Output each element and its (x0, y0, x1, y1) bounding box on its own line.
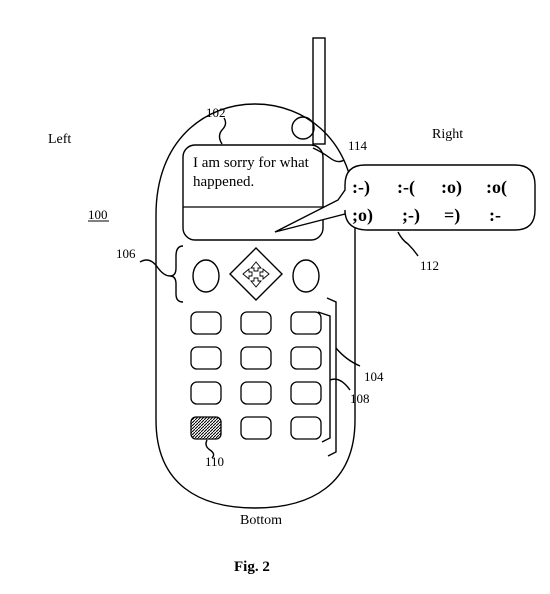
key-3[interactable] (290, 311, 322, 335)
ref-108: 108 (350, 391, 370, 406)
leader-108 (329, 378, 351, 391)
key-5[interactable] (240, 346, 272, 370)
bracket-104 (317, 311, 331, 443)
label-right: Right (432, 127, 463, 142)
emoticon-6[interactable]: ;-) (402, 205, 420, 226)
display-screen (182, 144, 324, 241)
right-soft-key[interactable] (292, 259, 320, 293)
figure-caption: Fig. 2 (234, 559, 270, 575)
keypad (190, 311, 322, 440)
ref-102: 102 (206, 105, 226, 120)
left-soft-key[interactable] (192, 259, 220, 293)
ref-106: 106 (116, 246, 136, 261)
ref-112: 112 (420, 258, 439, 273)
leader-110 (205, 439, 215, 459)
key-1[interactable] (190, 311, 222, 335)
bracket-108 (326, 297, 337, 457)
screen-text-line1: I am sorry for what (193, 155, 310, 171)
ref-104: 104 (364, 369, 384, 384)
emoticon-4[interactable]: :o( (486, 177, 507, 198)
label-left: Left (48, 132, 71, 147)
leader-112 (397, 231, 419, 257)
emoticon-8[interactable]: :- (489, 205, 501, 225)
emoticon-2[interactable]: :-( (397, 177, 415, 198)
emoticon-bubble (274, 164, 536, 233)
antenna (312, 37, 326, 145)
leader-104 (335, 347, 361, 367)
emoticon-3[interactable]: :o) (441, 177, 462, 198)
nav-down-arrow-icon (250, 277, 262, 288)
key-hash[interactable] (290, 416, 322, 440)
emoticon-1[interactable]: :-) (352, 177, 370, 198)
navigation-pad[interactable] (229, 247, 283, 301)
key-7[interactable] (190, 381, 222, 405)
key-9[interactable] (290, 381, 322, 405)
ref-100: 100 (88, 207, 108, 222)
nav-right-arrow-icon (259, 268, 270, 280)
leader-106 (139, 259, 171, 277)
emoticon-5[interactable]: ;o) (352, 205, 373, 226)
nav-left-arrow-icon (242, 268, 253, 280)
label-bottom: Bottom (240, 513, 282, 528)
key-4[interactable] (190, 346, 222, 370)
key-0[interactable] (240, 416, 272, 440)
ref-110: 110 (205, 454, 224, 469)
key-2[interactable] (240, 311, 272, 335)
leader-102 (218, 117, 227, 145)
nav-up-arrow-icon (250, 261, 262, 272)
key-6[interactable] (290, 346, 322, 370)
brace-106 (169, 245, 184, 303)
ref-114: 114 (348, 138, 368, 153)
key-8[interactable] (240, 381, 272, 405)
earpiece (291, 116, 315, 140)
screen-text-line2: happened. (193, 174, 254, 190)
leader-114 (312, 147, 345, 163)
key-emoticon[interactable] (190, 416, 222, 440)
emoticon-7[interactable]: =) (444, 205, 460, 226)
